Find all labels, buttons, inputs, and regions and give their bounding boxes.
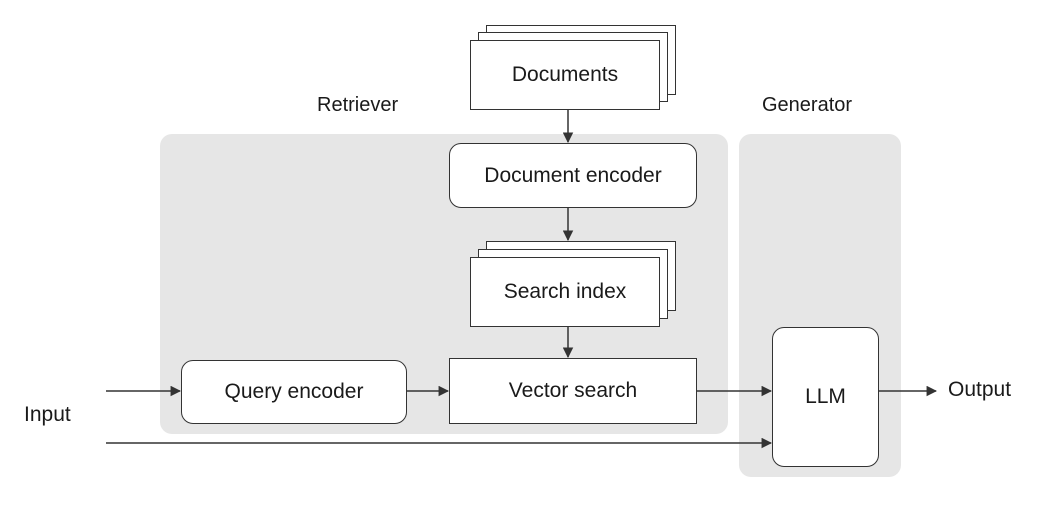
document-encoder-label: Document encoder [484,163,662,187]
documents-box: Documents [470,40,660,110]
query-encoder-label: Query encoder [224,380,364,403]
query-encoder-box: Query encoder [181,360,407,424]
vector-search-box: Vector search [449,358,697,424]
search-index-label: Search index [503,280,627,303]
documents-label: Documents [511,63,619,86]
document-encoder-box: Document encoder [449,143,697,208]
input-label: Input [24,403,71,426]
llm-box: LLM [772,327,879,467]
retriever-label: Retriever [317,94,399,116]
generator-label: Generator [762,94,853,116]
output-label: Output [948,378,1012,401]
vector-search-label: Vector search [508,379,638,402]
search-index-box: Search index [470,257,660,327]
llm-label: LLM [805,385,846,408]
